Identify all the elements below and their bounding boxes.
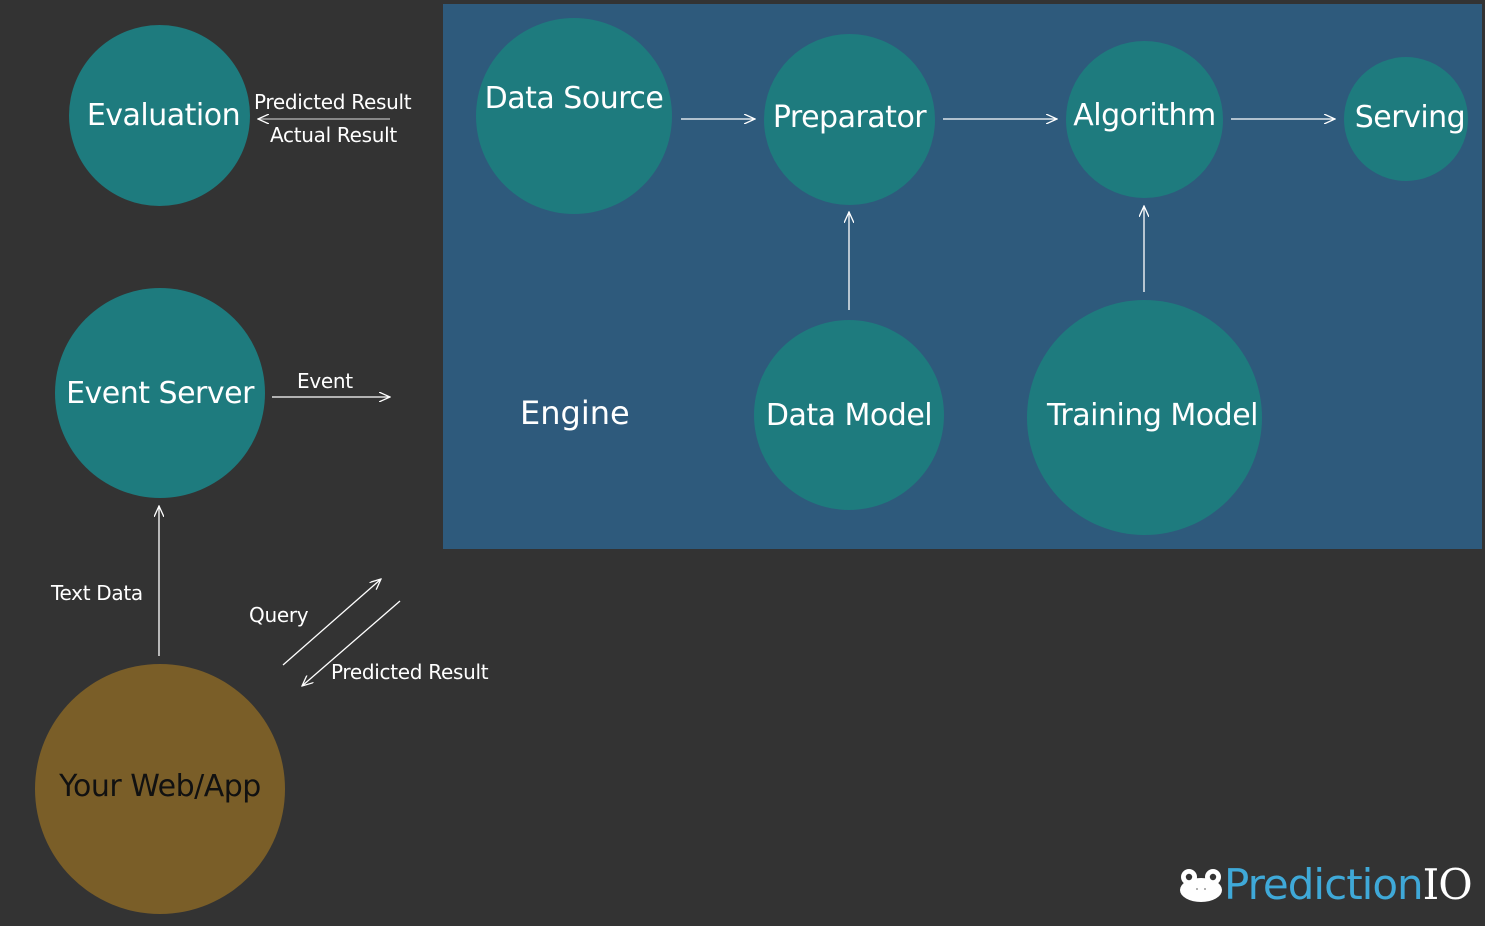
node-serving[interactable]: Serving — [1344, 57, 1468, 181]
node-evaluation[interactable]: Evaluation — [69, 25, 250, 206]
engine-label: Engine — [520, 394, 630, 432]
node-web-app[interactable]: Your Web/App — [35, 664, 285, 914]
node-label: Event Server — [66, 375, 254, 411]
node-training-model[interactable]: Training Model — [1027, 300, 1262, 535]
node-label: Evaluation — [86, 98, 241, 133]
label-predicted-result-app: Predicted Result — [331, 660, 489, 684]
node-label: Your Web/App — [59, 768, 261, 804]
node-label: Data Source — [484, 80, 664, 116]
node-label: Data Model — [765, 397, 933, 433]
label-query: Query — [249, 603, 309, 627]
label-event: Event — [297, 369, 353, 393]
predictionio-logo: PredictionIO — [1178, 860, 1473, 909]
logo-wordmark: PredictionIO — [1224, 860, 1473, 909]
node-label: Preparator — [772, 100, 927, 135]
node-preparator[interactable]: Preparator — [764, 34, 935, 205]
logo-word: Prediction — [1224, 860, 1424, 909]
node-data-model[interactable]: Data Model — [754, 320, 944, 510]
node-label: Algorithm — [1073, 98, 1216, 133]
node-data-source[interactable]: Data Source — [476, 18, 672, 214]
label-text-data: Text Data — [51, 581, 143, 605]
label-actual-result: Actual Result — [270, 123, 397, 147]
node-label: Training Model — [1047, 398, 1258, 433]
node-event-server[interactable]: Event Server — [55, 288, 265, 498]
label-predicted-result-eval: Predicted Result — [254, 90, 412, 114]
node-algorithm[interactable]: Algorithm — [1066, 41, 1223, 198]
frog-icon — [1180, 868, 1222, 902]
node-label: Serving — [1354, 99, 1466, 135]
logo-suffix: IO — [1422, 860, 1473, 909]
